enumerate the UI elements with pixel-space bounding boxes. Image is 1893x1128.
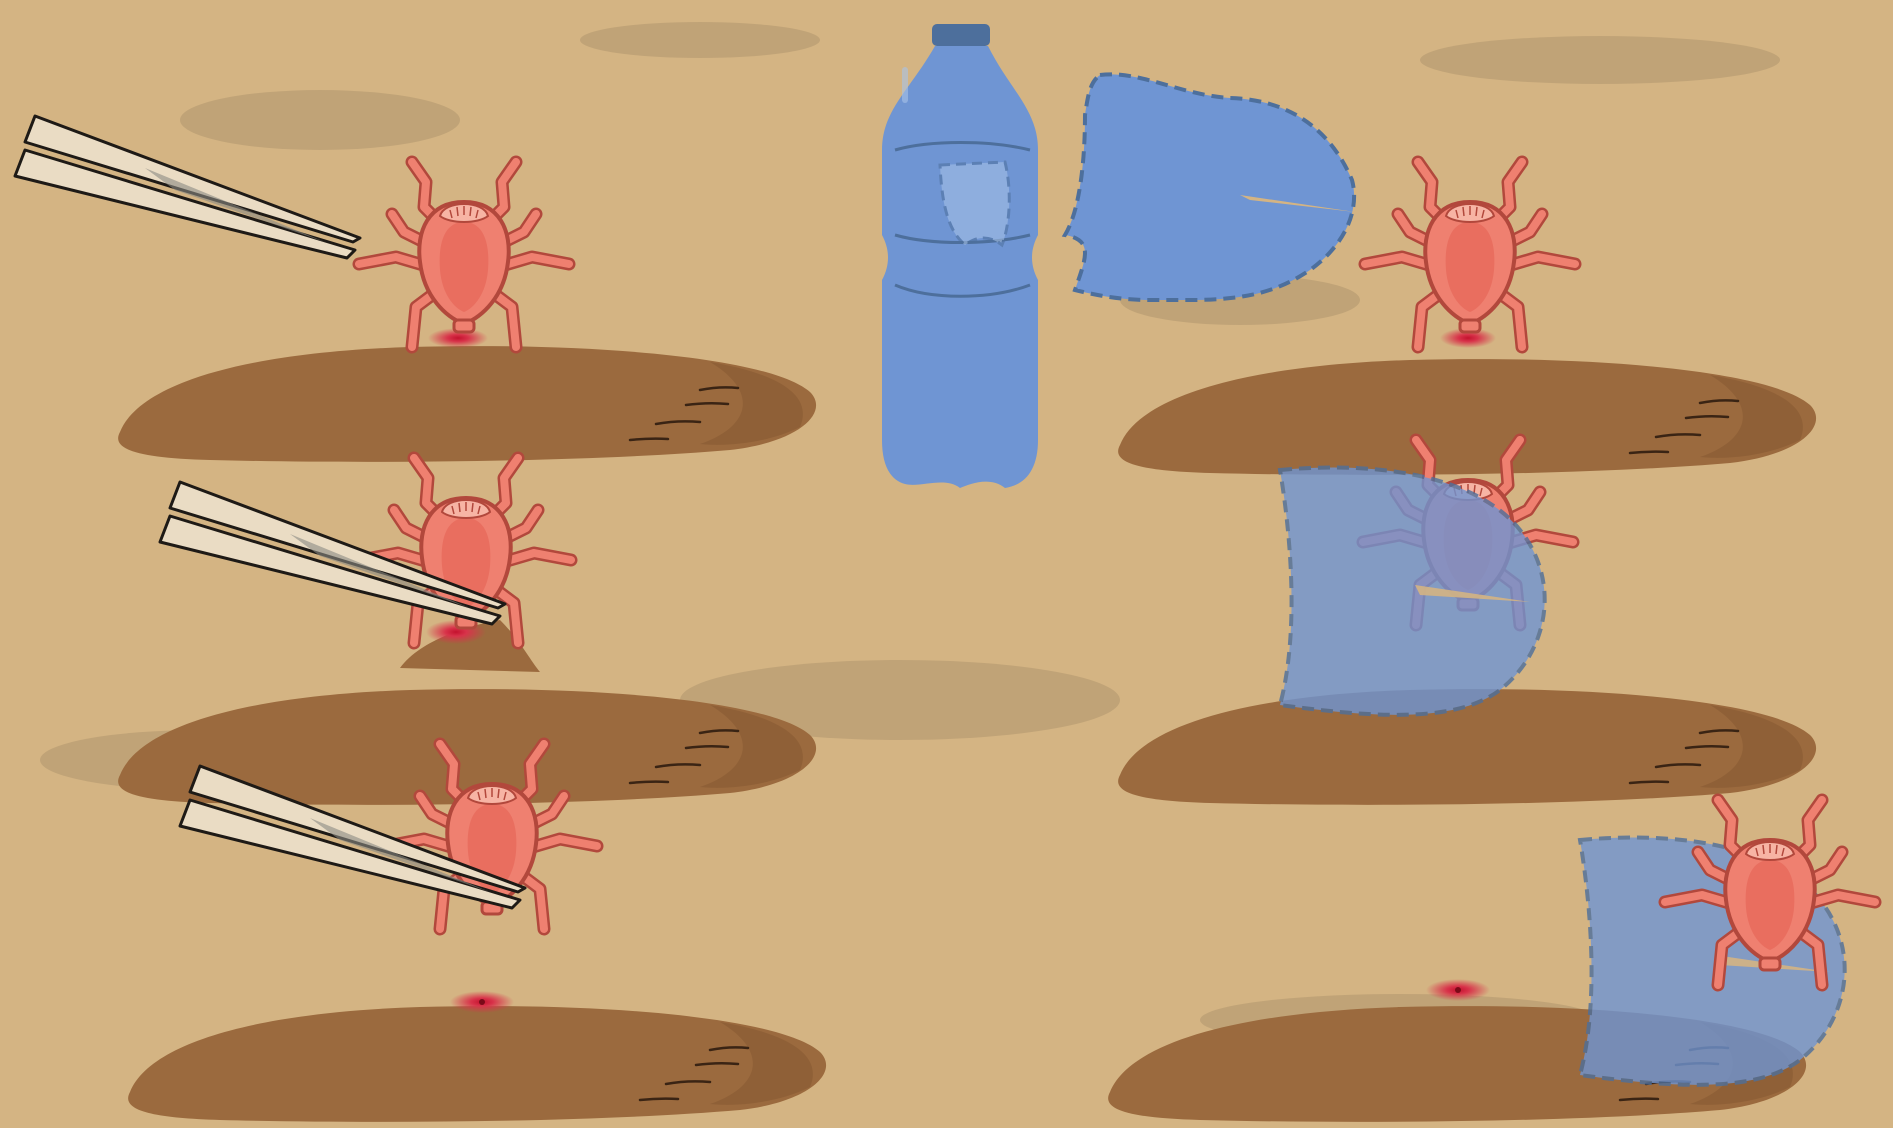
bite-mark-center — [1455, 987, 1461, 993]
water-bottle-icon — [882, 24, 1038, 488]
bite-mark-center — [479, 999, 485, 1005]
